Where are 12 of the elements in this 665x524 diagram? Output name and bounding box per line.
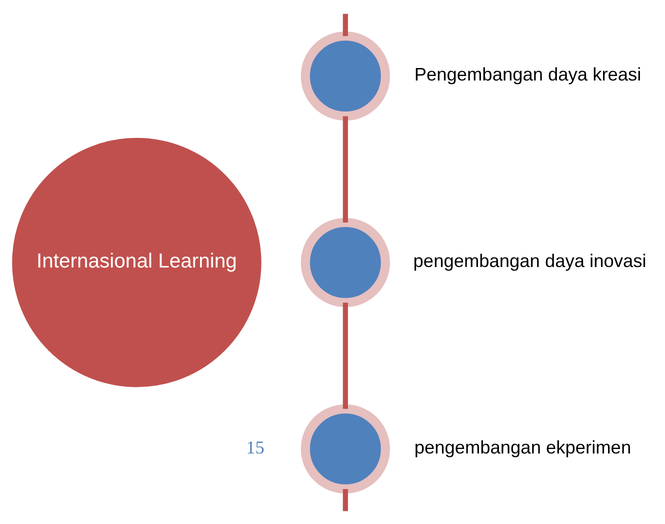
node-circle [300,217,390,307]
node-label: Pengembangan daya kreasi [414,63,642,84]
connector [342,488,348,511]
connector [342,116,348,222]
node-circle: Internasional Learning [12,137,262,387]
node-label: pengembangan ekperimen [414,436,632,457]
node-label: pengembangan daya inovasi [413,249,646,270]
node-circle [300,31,390,120]
node-circle [300,404,390,493]
connector [342,13,348,36]
label: 15 [246,436,264,457]
connector [342,302,348,408]
